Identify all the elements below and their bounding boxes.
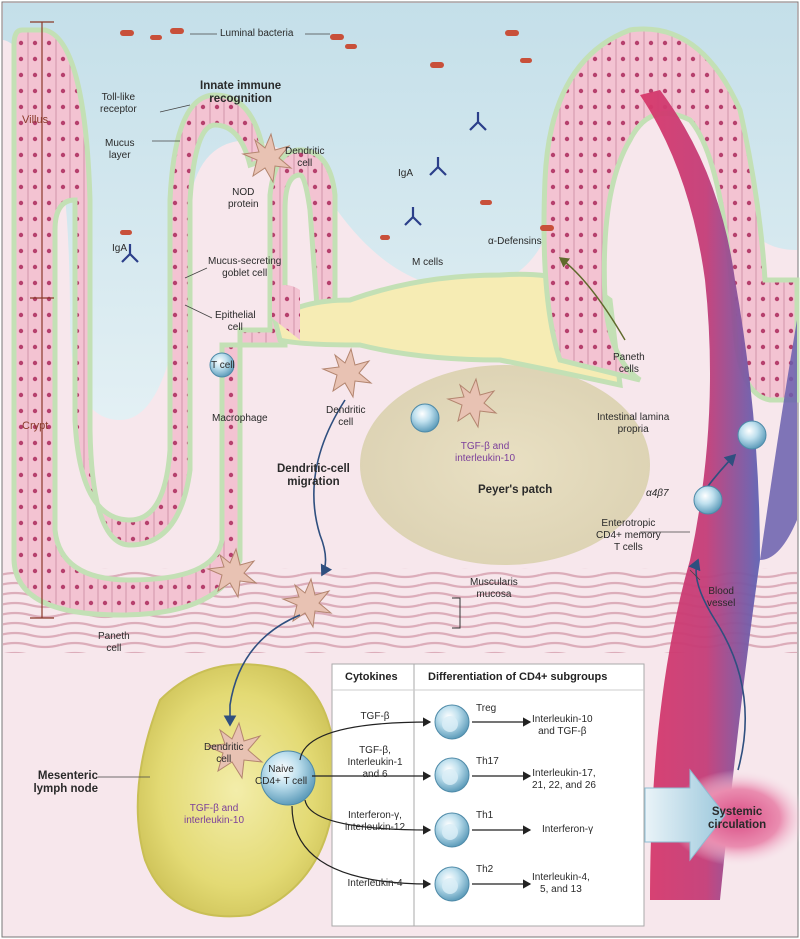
alpha-defensins-label: α-Defensins	[488, 236, 542, 248]
circulating-t-cell	[738, 421, 766, 449]
th1-cell	[435, 813, 469, 847]
output-row-4: Interleukin-4, 5, and 13	[532, 872, 590, 896]
dendritic-cell-mid-label: Dendritic cell	[326, 405, 365, 429]
output-row-1: Interleukin-10 and TGF-β	[532, 714, 593, 738]
crypt-label: Crypt	[22, 420, 48, 432]
subgroup-row-3: Th1	[476, 810, 493, 822]
tgf-peyer-label: TGF-β and interleukin-10	[455, 441, 515, 465]
dendritic-migration-label: Dendritic-cell migration	[277, 463, 350, 489]
luminal-bacteria-label: Luminal bacteria	[220, 28, 293, 40]
toll-like-receptor-label: Toll-like receptor	[100, 92, 137, 116]
th2-cell	[435, 867, 469, 901]
blood-vessel-label: Blood vessel	[707, 586, 735, 610]
m-cells-label: M cells	[412, 257, 443, 269]
dendritic-cell-top-label: Dendritic cell	[285, 146, 324, 170]
th17-cell	[435, 758, 469, 792]
subgroup-row-2: Th17	[476, 756, 499, 768]
cytokine-row-2: TGF-β, Interleukin-1 and 6	[340, 745, 410, 781]
peyers-patch-label: Peyer's patch	[478, 484, 552, 497]
enterotropic-label: Enterotropic CD4+ memory T cells	[596, 518, 661, 554]
peyer-t-cell	[411, 404, 439, 432]
nod-protein-label: NOD protein	[228, 187, 259, 211]
iga-center-label: IgA	[398, 168, 413, 180]
output-row-2: Interleukin-17, 21, 22, and 26	[532, 768, 596, 792]
cytokines-header: Cytokines	[345, 671, 398, 683]
cytokine-row-4: Interleukin-4	[336, 878, 414, 890]
memory-t-cell	[694, 486, 722, 514]
paneth-cells-right-label: Paneth cells	[613, 352, 645, 376]
subgroup-row-4: Th2	[476, 864, 493, 876]
naive-t-cell-label: Naive CD4+ T cell	[255, 764, 307, 788]
treg-cell	[435, 705, 469, 739]
iga-left-label: IgA	[112, 243, 127, 255]
systemic-circulation-label: Systemic circulation	[708, 806, 766, 832]
villus-label: Villus	[22, 114, 48, 126]
subgroup-row-1: Treg	[476, 703, 496, 715]
output-row-3: Interferon-γ	[542, 824, 593, 836]
epithelial-cell-label: Epithelial cell	[215, 310, 256, 334]
mucus-layer-label: Mucus layer	[105, 138, 134, 162]
alpha4beta7-label: α4β7	[646, 488, 669, 500]
dendritic-cell-node-label: Dendritic cell	[204, 742, 243, 766]
differentiation-header: Differentiation of CD4+ subgroups	[428, 671, 607, 683]
tgf-node-label: TGF-β and interleukin-10	[184, 803, 244, 827]
muscularis-label: Muscularis mucosa	[470, 577, 518, 601]
innate-immune-label: Innate immune recognition	[200, 80, 281, 106]
cytokine-row-1: TGF-β	[340, 711, 410, 723]
lamina-propria-label: Intestinal lamina propria	[597, 412, 669, 436]
mesenteric-label: Mesenteric lymph node	[10, 770, 98, 796]
goblet-cell-label: Mucus-secreting goblet cell	[208, 256, 281, 280]
t-cell-label: T cell	[211, 360, 235, 372]
cytokine-row-3: Interferon-γ, interleukin-12	[336, 810, 414, 834]
paneth-cell-bottom-label: Paneth cell	[98, 631, 130, 655]
macrophage-label: Macrophage	[212, 413, 268, 425]
